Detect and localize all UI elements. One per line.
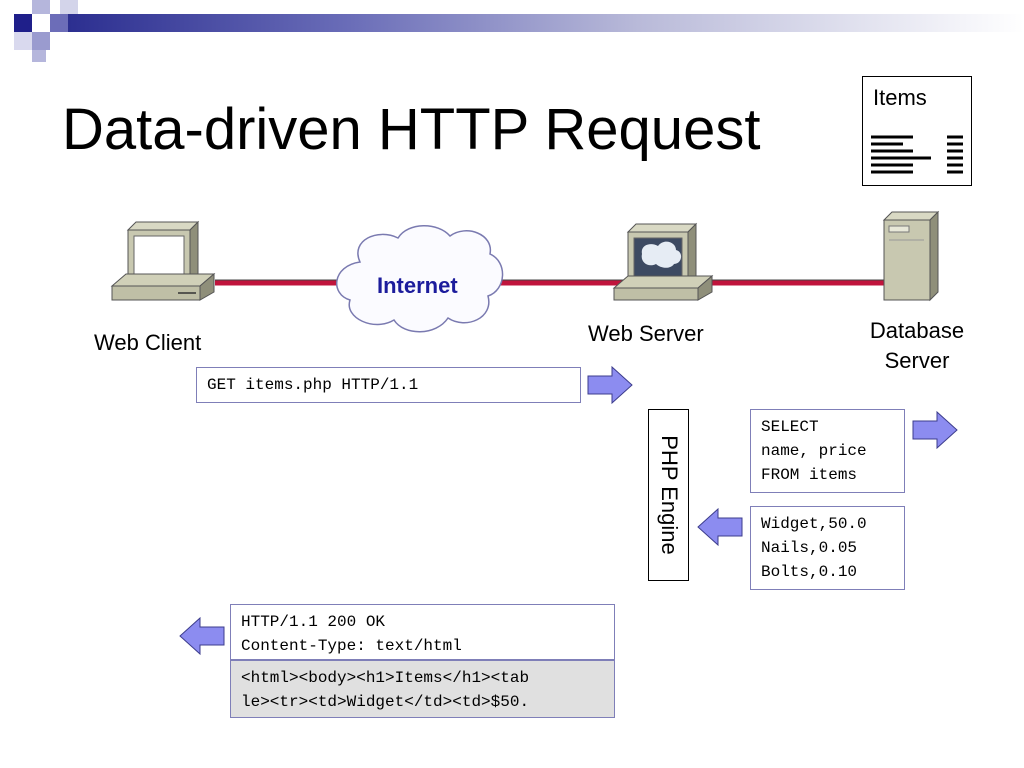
web-server-computer-icon: [612, 222, 714, 301]
arrow-right-icon: [912, 410, 958, 450]
document-lines-icon: [871, 135, 963, 174]
database-server-label-line1: Database: [869, 318, 965, 343]
items-document-label: Items: [873, 85, 927, 110]
php-engine-label: PHP Engine: [656, 435, 682, 555]
arrow-right-icon: [587, 365, 633, 405]
sql-result-box: Widget,50.0 Nails,0.05 Bolts,0.10: [750, 506, 905, 590]
decoration-square: [50, 14, 68, 32]
decoration-square: [14, 14, 32, 32]
decoration-square: [14, 32, 32, 50]
arrow-left-icon: [179, 616, 225, 656]
sql-query-box: SELECT name, price FROM items: [750, 409, 905, 493]
internet-cloud-icon: [335, 225, 504, 333]
database-server-label-line2: Server: [884, 348, 950, 373]
decoration-square: [32, 50, 46, 62]
web-client-label: Web Client: [94, 330, 202, 355]
http-response-header-box: HTTP/1.1 200 OK Content-Type: text/html: [230, 604, 615, 660]
decoration-square: [32, 32, 50, 50]
decoration-square: [60, 0, 78, 14]
php-engine-box: PHP Engine: [648, 409, 689, 581]
items-document: Items: [862, 76, 972, 186]
title-decoration-bar: [60, 14, 1024, 32]
internet-label: Internet: [377, 273, 458, 298]
database-server-icon: [882, 210, 940, 302]
http-response-body-box: <html><body><h1>Items</h1><tab le><tr><t…: [230, 660, 615, 718]
decoration-square: [32, 0, 50, 14]
web-client-computer-icon: [110, 220, 216, 301]
http-request-box: GET items.php HTTP/1.1: [196, 367, 581, 403]
slide-title: Data-driven HTTP Request: [62, 97, 761, 162]
web-server-label: Web Server: [588, 321, 704, 346]
arrow-left-icon: [697, 507, 743, 547]
